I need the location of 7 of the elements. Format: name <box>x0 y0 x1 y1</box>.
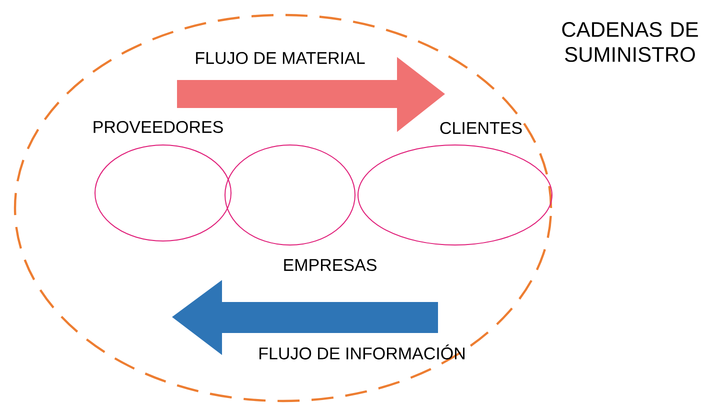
arrow-label: FLUJO DE MATERIAL <box>196 52 365 64</box>
node-label: CLIENTES <box>440 122 522 134</box>
dashed-ellipse <box>14 14 552 402</box>
node-label: EMPRESAS <box>284 258 376 272</box>
arrow-label: FLUJO DE INFORMACIÓN <box>260 344 464 360</box>
title: CADENAS DE SUMINISTRO <box>562 22 698 62</box>
node-label: PROVEEDORES <box>94 120 223 134</box>
